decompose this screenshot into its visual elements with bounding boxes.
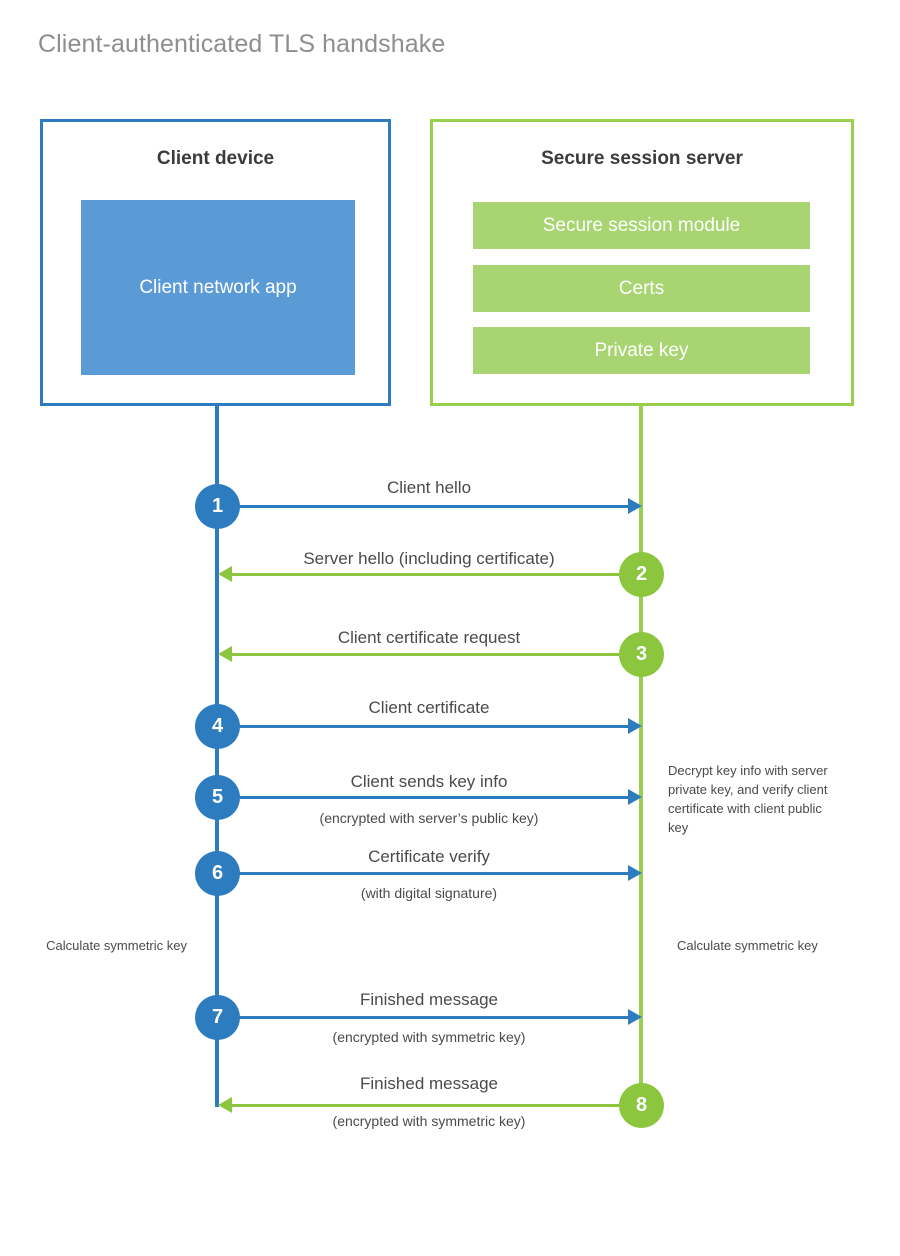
message-label-7: Finished message xyxy=(360,990,498,1009)
message-line-1 xyxy=(217,505,630,508)
message-label-2: Server hello (including certificate) xyxy=(303,549,555,568)
arrow-head-8 xyxy=(218,1097,232,1113)
server-block-certs: Certs xyxy=(473,265,810,312)
message-label-8: Finished message xyxy=(360,1074,498,1093)
arrow-head-6 xyxy=(628,865,642,881)
page-title: Client-authenticated TLS handshake xyxy=(38,30,446,58)
message-sublabel-6: (with digital signature) xyxy=(360,885,498,901)
message-line-7 xyxy=(217,1016,630,1019)
arrow-head-5 xyxy=(628,789,642,805)
server-calculate-symmetric-key-note: Calculate symmetric key xyxy=(677,938,818,953)
client-device-box: Client device Client network app xyxy=(40,119,391,406)
step-circle-6[interactable]: 6 xyxy=(195,851,240,896)
message-sublabel-5: (encrypted with server’s public key) xyxy=(319,810,539,826)
message-line-3 xyxy=(232,653,641,656)
client-calculate-symmetric-key-note: Calculate symmetric key xyxy=(46,938,187,953)
step-circle-3[interactable]: 3 xyxy=(619,632,664,677)
step-circle-1[interactable]: 1 xyxy=(195,484,240,529)
step-circle-2[interactable]: 2 xyxy=(619,552,664,597)
message-label-4: Client certificate xyxy=(368,698,490,717)
arrow-head-1 xyxy=(628,498,642,514)
message-label-1: Client hello xyxy=(386,478,472,497)
arrow-head-2 xyxy=(218,566,232,582)
server-decrypt-note: Decrypt key info with server private key… xyxy=(668,763,828,835)
client-device-title: Client device xyxy=(156,148,275,169)
step-circle-5[interactable]: 5 xyxy=(195,775,240,820)
message-label-3: Client certificate request xyxy=(337,628,521,647)
message-line-4 xyxy=(217,725,630,728)
message-sublabel-8: (encrypted with symmetric key) xyxy=(332,1113,526,1129)
step-circle-7[interactable]: 7 xyxy=(195,995,240,1040)
step-circle-4[interactable]: 4 xyxy=(195,704,240,749)
message-label-5: Client sends key info xyxy=(350,772,508,791)
client-network-app-block: Client network app xyxy=(81,200,355,375)
arrow-head-4 xyxy=(628,718,642,734)
secure-session-server-box: Secure session server Secure session mod… xyxy=(430,119,854,406)
server-lifeline xyxy=(639,403,643,1107)
message-line-8 xyxy=(232,1104,641,1107)
message-label-6: Certificate verify xyxy=(368,847,490,866)
client-lifeline xyxy=(215,403,219,1107)
server-block-private-key: Private key xyxy=(473,327,810,374)
message-sublabel-7: (encrypted with symmetric key) xyxy=(332,1029,526,1045)
message-line-2 xyxy=(232,573,641,576)
arrow-head-7 xyxy=(628,1009,642,1025)
server-block-secure-session-module: Secure session module xyxy=(473,202,810,249)
arrow-head-3 xyxy=(218,646,232,662)
message-line-6 xyxy=(217,872,630,875)
step-circle-8[interactable]: 8 xyxy=(619,1083,664,1128)
secure-session-server-title: Secure session server xyxy=(541,148,743,169)
message-line-5 xyxy=(217,796,630,799)
